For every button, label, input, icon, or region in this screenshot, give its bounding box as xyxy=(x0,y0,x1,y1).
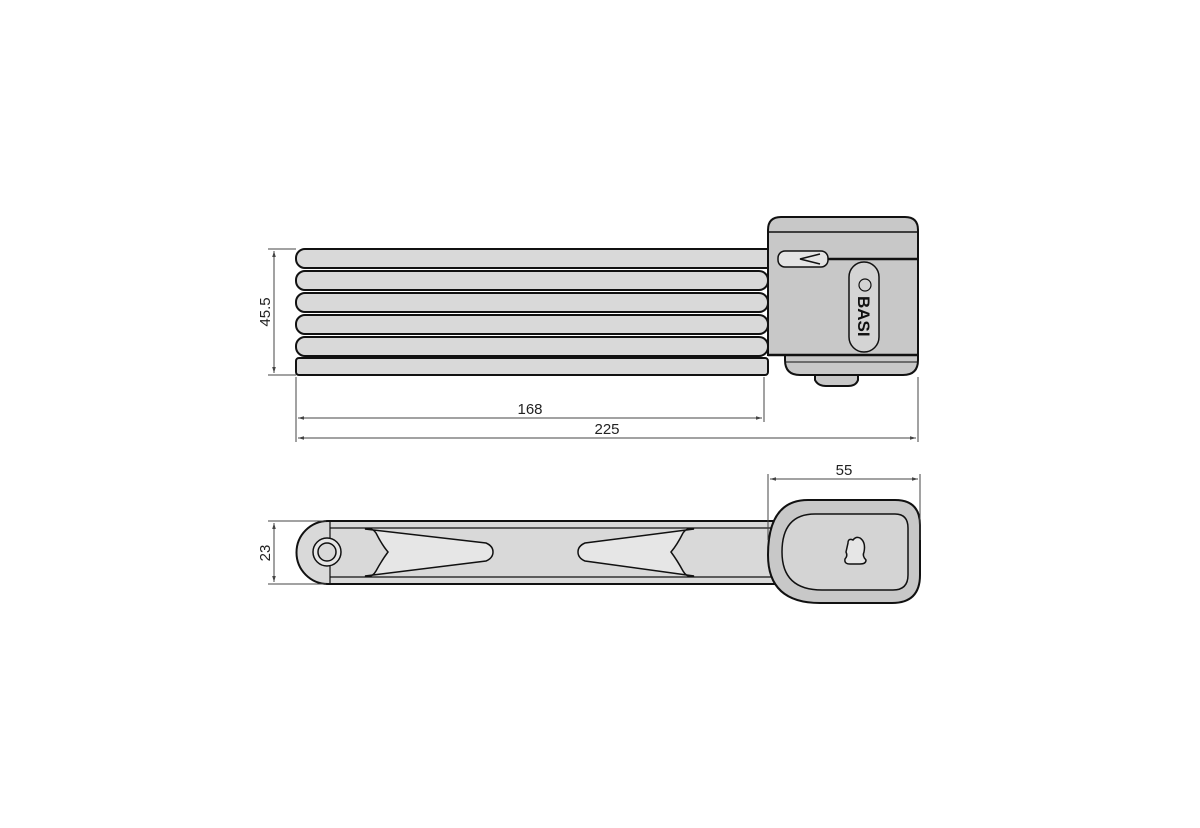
bar-5 xyxy=(295,336,769,357)
logo-text: BASI xyxy=(854,296,873,337)
bar-4 xyxy=(295,314,769,335)
top-dimensions xyxy=(268,248,919,442)
dimension-width: 23 xyxy=(257,545,274,562)
dimension-inner-length: 168 xyxy=(517,401,542,418)
bar-1 xyxy=(295,248,827,269)
dimension-height: 45.5 xyxy=(257,297,274,326)
bar-6 xyxy=(295,357,769,376)
top-view: BASI xyxy=(295,216,919,387)
bar-side xyxy=(295,520,781,585)
side-view xyxy=(295,499,921,604)
bar-3 xyxy=(295,292,769,313)
bar-2 xyxy=(295,270,769,291)
keyhole-icon xyxy=(844,536,867,565)
folded-bars xyxy=(295,248,827,376)
dimension-lock-length: 55 xyxy=(836,462,853,479)
chevron-right xyxy=(577,527,695,578)
elephant-logo-icon xyxy=(858,278,872,292)
dimension-total-length: 225 xyxy=(594,421,619,438)
lock-body xyxy=(767,216,919,376)
side-dimensions xyxy=(268,474,921,585)
chevron-left xyxy=(364,527,494,578)
